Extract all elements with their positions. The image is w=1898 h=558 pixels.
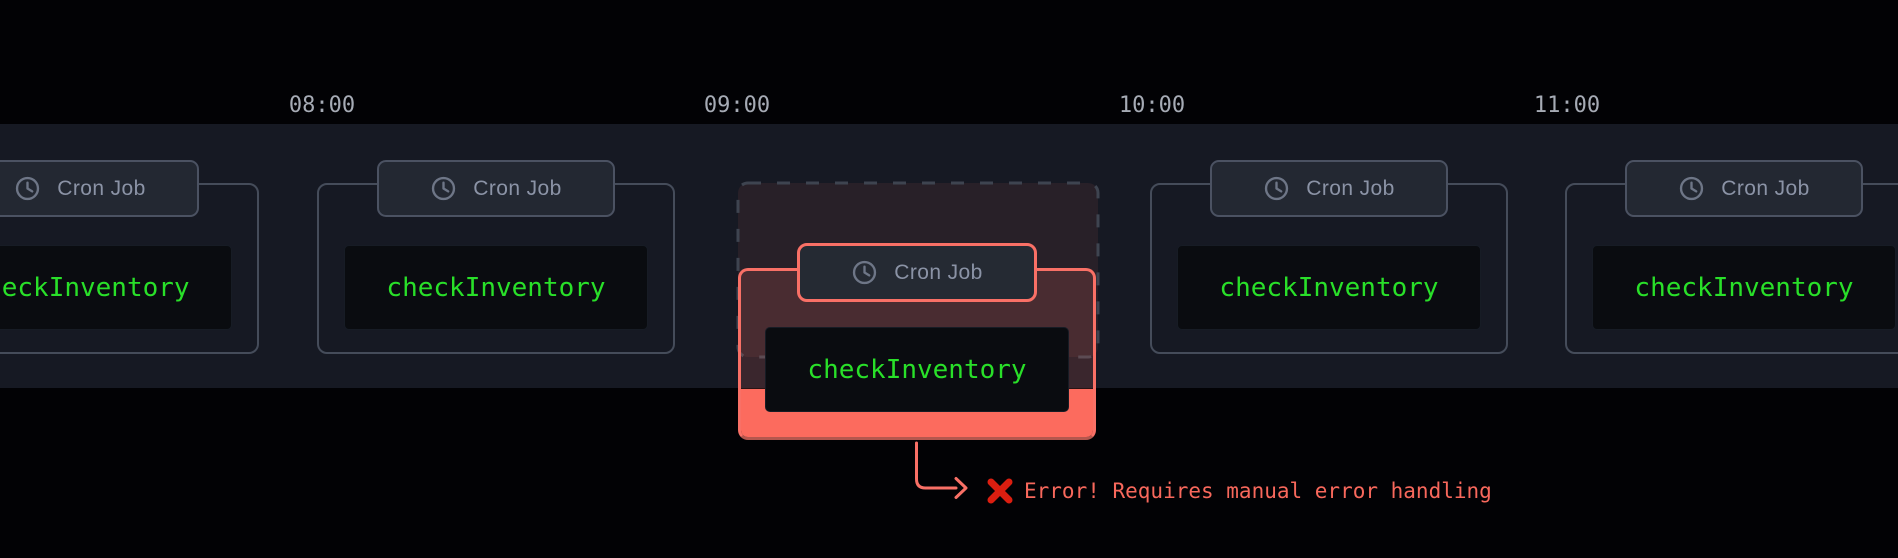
x-mark-icon — [987, 478, 1013, 504]
cron-job-badge: Cron Job — [1625, 160, 1863, 217]
function-codebox: checkInventory — [1592, 245, 1896, 330]
cron-job-badge: Cron Job — [1210, 160, 1448, 217]
cron-job-badge-label: Cron Job — [1721, 176, 1810, 200]
cron-job-badge-label: Cron Job — [894, 260, 983, 284]
function-name: checkInventory — [0, 272, 190, 303]
function-name: checkInventory — [386, 272, 606, 303]
clock-icon — [1680, 176, 1704, 201]
cron-job-card: Cron Job checkInventory — [0, 160, 259, 354]
clock-icon — [853, 260, 877, 285]
time-label: 10:00 — [1118, 93, 1186, 118]
clock-icon — [1265, 176, 1289, 201]
function-codebox: checkInventory — [1177, 245, 1481, 330]
cron-job-badge: Cron Job — [377, 160, 615, 217]
cron-job-card: Cron Job checkInventory — [1150, 160, 1508, 354]
function-codebox: checkInventory — [765, 327, 1069, 412]
function-name: checkInventory — [1634, 272, 1854, 303]
function-codebox: checkInventory — [344, 245, 648, 330]
time-label: 08:00 — [288, 93, 356, 118]
cron-job-card: Cron Job checkInventory — [317, 160, 675, 354]
cron-job-card: Cron Job checkInventory — [1565, 160, 1898, 354]
cron-job-card-error: Cron Job checkInventory — [738, 243, 1096, 440]
function-name: checkInventory — [807, 354, 1027, 385]
cron-job-badge-label: Cron Job — [57, 176, 146, 200]
function-codebox: checkInventory — [0, 245, 232, 330]
cron-job-badge-error: Cron Job — [797, 243, 1037, 302]
clock-icon — [432, 176, 456, 201]
function-name: checkInventory — [1219, 272, 1439, 303]
cron-job-badge: Cron Job — [0, 160, 199, 217]
cron-job-badge-label: Cron Job — [473, 176, 562, 200]
time-label: 11:00 — [1533, 93, 1601, 118]
time-label: 09:00 — [703, 93, 771, 118]
error-message: Error! Requires manual error handling — [1024, 479, 1492, 503]
clock-icon — [16, 176, 40, 201]
cron-job-badge-label: Cron Job — [1306, 176, 1395, 200]
elbow-arrow-icon — [915, 441, 968, 499]
